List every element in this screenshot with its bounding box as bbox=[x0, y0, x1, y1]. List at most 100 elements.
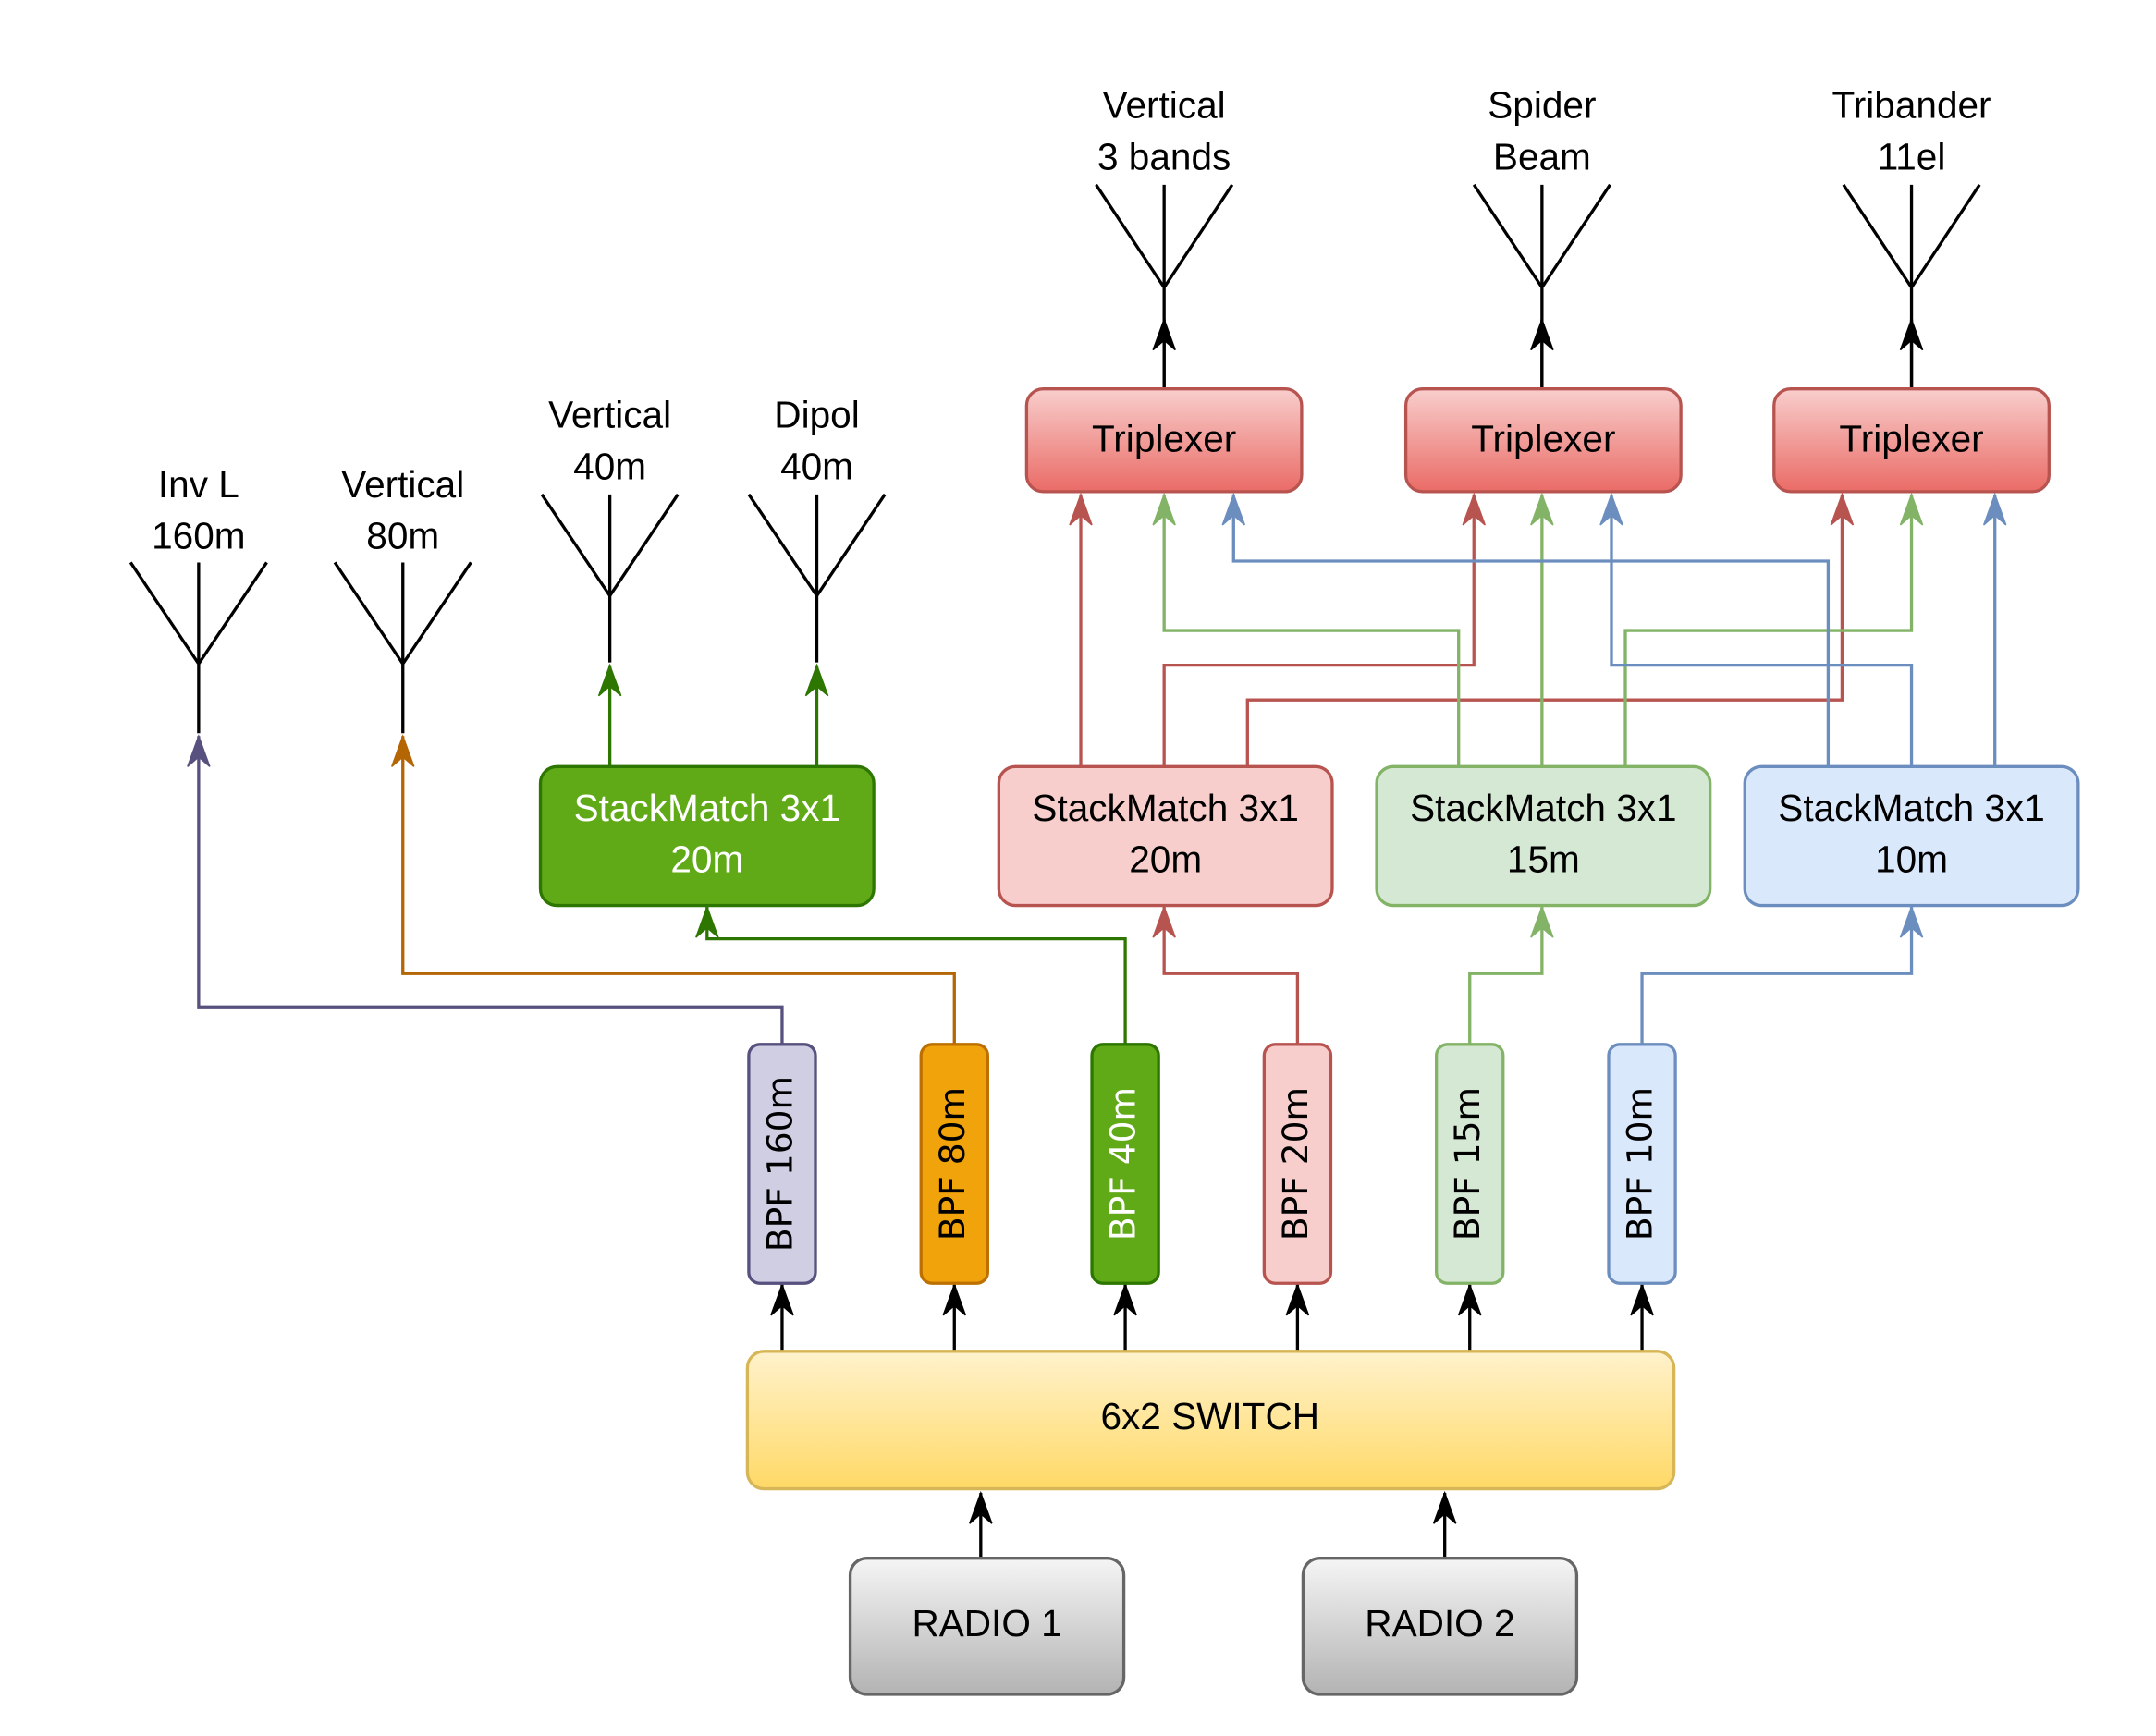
node-box bbox=[1262, 1043, 1333, 1285]
node-bpf10: BPF 10m bbox=[1607, 1043, 1677, 1285]
arrowhead-icon bbox=[1069, 492, 1093, 526]
antenna-icon bbox=[747, 493, 887, 663]
arrowhead-icon bbox=[1899, 904, 1924, 938]
antenna-icon bbox=[1842, 183, 1981, 389]
connection-switch-bpf80 bbox=[942, 1282, 966, 1351]
connection-sm40-vert40 bbox=[597, 663, 622, 767]
node-radio1: RADIO 1 bbox=[848, 1557, 1126, 1696]
wire-path bbox=[1623, 494, 1914, 767]
node-sm10: StackMatch 3x1 10m bbox=[1743, 764, 2080, 908]
node-box bbox=[1090, 1043, 1160, 1285]
connection-bpf10-sm10 bbox=[1640, 904, 1924, 1045]
stackmatch-label-line2: 20m bbox=[670, 838, 743, 881]
wire-path bbox=[1468, 907, 1544, 1045]
antenna-label-line2: 11el bbox=[1878, 135, 1946, 177]
stackmatch-label-line1: StackMatch 3x1 bbox=[1778, 787, 2044, 829]
connection-sm20-tri3 bbox=[1245, 492, 1855, 767]
switch-label: 6x2 SWITCH bbox=[1100, 1395, 1319, 1437]
wire-path bbox=[1245, 494, 1844, 767]
arrowhead-icon bbox=[1630, 1282, 1654, 1316]
bpf-label: BPF 20m bbox=[1275, 1087, 1316, 1241]
node-sm40: StackMatch 3x1 20m bbox=[538, 764, 876, 908]
stackmatch-label-line2: 20m bbox=[1129, 838, 1202, 881]
antenna-icon bbox=[129, 561, 268, 734]
node-box bbox=[1301, 1557, 1579, 1696]
arrowhead-icon bbox=[1458, 1282, 1482, 1316]
connection-radio2-switch bbox=[1432, 1490, 1457, 1559]
antenna-dipol40: Dipol 40m bbox=[747, 394, 887, 663]
arrowhead-icon bbox=[1530, 492, 1554, 526]
bpf-label: BPF 80m bbox=[932, 1087, 973, 1241]
connection-switch-bpf20 bbox=[1285, 1282, 1310, 1351]
connection-sm15-tri2 bbox=[1530, 492, 1554, 767]
node-box bbox=[1743, 764, 2080, 908]
wire-path bbox=[1640, 907, 1914, 1045]
arrowhead-icon bbox=[1152, 492, 1176, 526]
connection-switch-bpf160 bbox=[770, 1282, 794, 1351]
triplexer-label: Triplexer bbox=[1092, 417, 1236, 459]
node-switch: 6x2 SWITCH bbox=[745, 1350, 1676, 1491]
arrowhead-icon bbox=[1285, 1282, 1310, 1316]
antenna-label-line1: Vertical bbox=[548, 394, 671, 436]
node-box bbox=[538, 764, 876, 908]
connection-sm10-tri3 bbox=[1982, 492, 2007, 767]
arrowhead-icon bbox=[1982, 492, 2007, 526]
stackmatch-label-line2: 15m bbox=[1507, 838, 1580, 881]
connection-bpf15-sm15 bbox=[1468, 904, 1554, 1045]
radio-label: RADIO 2 bbox=[1365, 1602, 1514, 1644]
connection-radio1-switch bbox=[969, 1490, 993, 1559]
wire-path bbox=[1162, 494, 1461, 767]
arrowhead-icon bbox=[770, 1282, 794, 1316]
bpf-label: BPF 15m bbox=[1447, 1087, 1488, 1241]
antenna-label-line2: 80m bbox=[366, 514, 439, 556]
triplexer-label: Triplexer bbox=[1471, 417, 1615, 459]
connection-switch-bpf15 bbox=[1458, 1282, 1482, 1351]
antenna-vert40: Vertical 40m bbox=[540, 394, 680, 663]
connections-layer bbox=[187, 317, 2007, 1559]
connection-bpf160-invl bbox=[187, 734, 784, 1045]
node-box bbox=[1772, 387, 2051, 494]
antenna-label-line2: 40m bbox=[780, 445, 853, 487]
antenna-icon bbox=[333, 561, 472, 734]
antenna-label-line1: Inv L bbox=[158, 463, 239, 506]
node-box bbox=[1403, 387, 1683, 494]
node-radio2: RADIO 2 bbox=[1301, 1557, 1579, 1696]
node-box bbox=[997, 764, 1334, 908]
stackmatch-label-line1: StackMatch 3x1 bbox=[574, 787, 840, 829]
wire-path bbox=[197, 736, 784, 1045]
connection-switch-bpf40 bbox=[1113, 1282, 1137, 1351]
stackmatch-label-line2: 10m bbox=[1875, 838, 1948, 881]
wire-path bbox=[705, 907, 1127, 1045]
node-box bbox=[919, 1043, 989, 1285]
node-bpf15: BPF 15m bbox=[1435, 1043, 1505, 1285]
arrowhead-icon bbox=[1530, 904, 1554, 938]
connection-switch-bpf10 bbox=[1630, 1282, 1654, 1351]
antenna-icon bbox=[1472, 183, 1611, 389]
connection-sm20-tri1 bbox=[1069, 492, 1093, 767]
connection-sm15-tri1 bbox=[1152, 492, 1461, 767]
arrowhead-icon bbox=[1113, 1282, 1137, 1316]
arrowhead-icon bbox=[1432, 1490, 1457, 1524]
arrowhead-icon bbox=[1462, 492, 1486, 526]
arrowhead-icon bbox=[391, 734, 415, 767]
arrowhead-icon bbox=[1599, 492, 1623, 526]
stackmatch-label-line1: StackMatch 3x1 bbox=[1410, 787, 1676, 829]
arrowhead-icon bbox=[695, 904, 719, 938]
node-bpf80: BPF 80m bbox=[919, 1043, 989, 1285]
stackmatch-label-line1: StackMatch 3x1 bbox=[1032, 787, 1298, 829]
antenna-label-line1: Spider bbox=[1488, 84, 1596, 127]
arrowhead-icon bbox=[969, 1490, 993, 1524]
radio-label: RADIO 1 bbox=[912, 1602, 1061, 1644]
nodes-layer: RADIO 1 RADIO 2 6x2 SWITCH BPF 160m BPF 80m B… bbox=[538, 387, 2080, 1696]
node-box bbox=[1024, 387, 1304, 494]
arrowhead-icon bbox=[942, 1282, 966, 1316]
antenna-label-line2: 40m bbox=[573, 445, 646, 487]
node-bpf40: BPF 40m bbox=[1090, 1043, 1160, 1285]
arrowhead-icon bbox=[804, 663, 829, 697]
antenna-label-line1: Dipol bbox=[774, 394, 859, 436]
node-bpf160: BPF 160m bbox=[747, 1043, 817, 1285]
connection-bpf20-sm20 bbox=[1152, 904, 1300, 1045]
